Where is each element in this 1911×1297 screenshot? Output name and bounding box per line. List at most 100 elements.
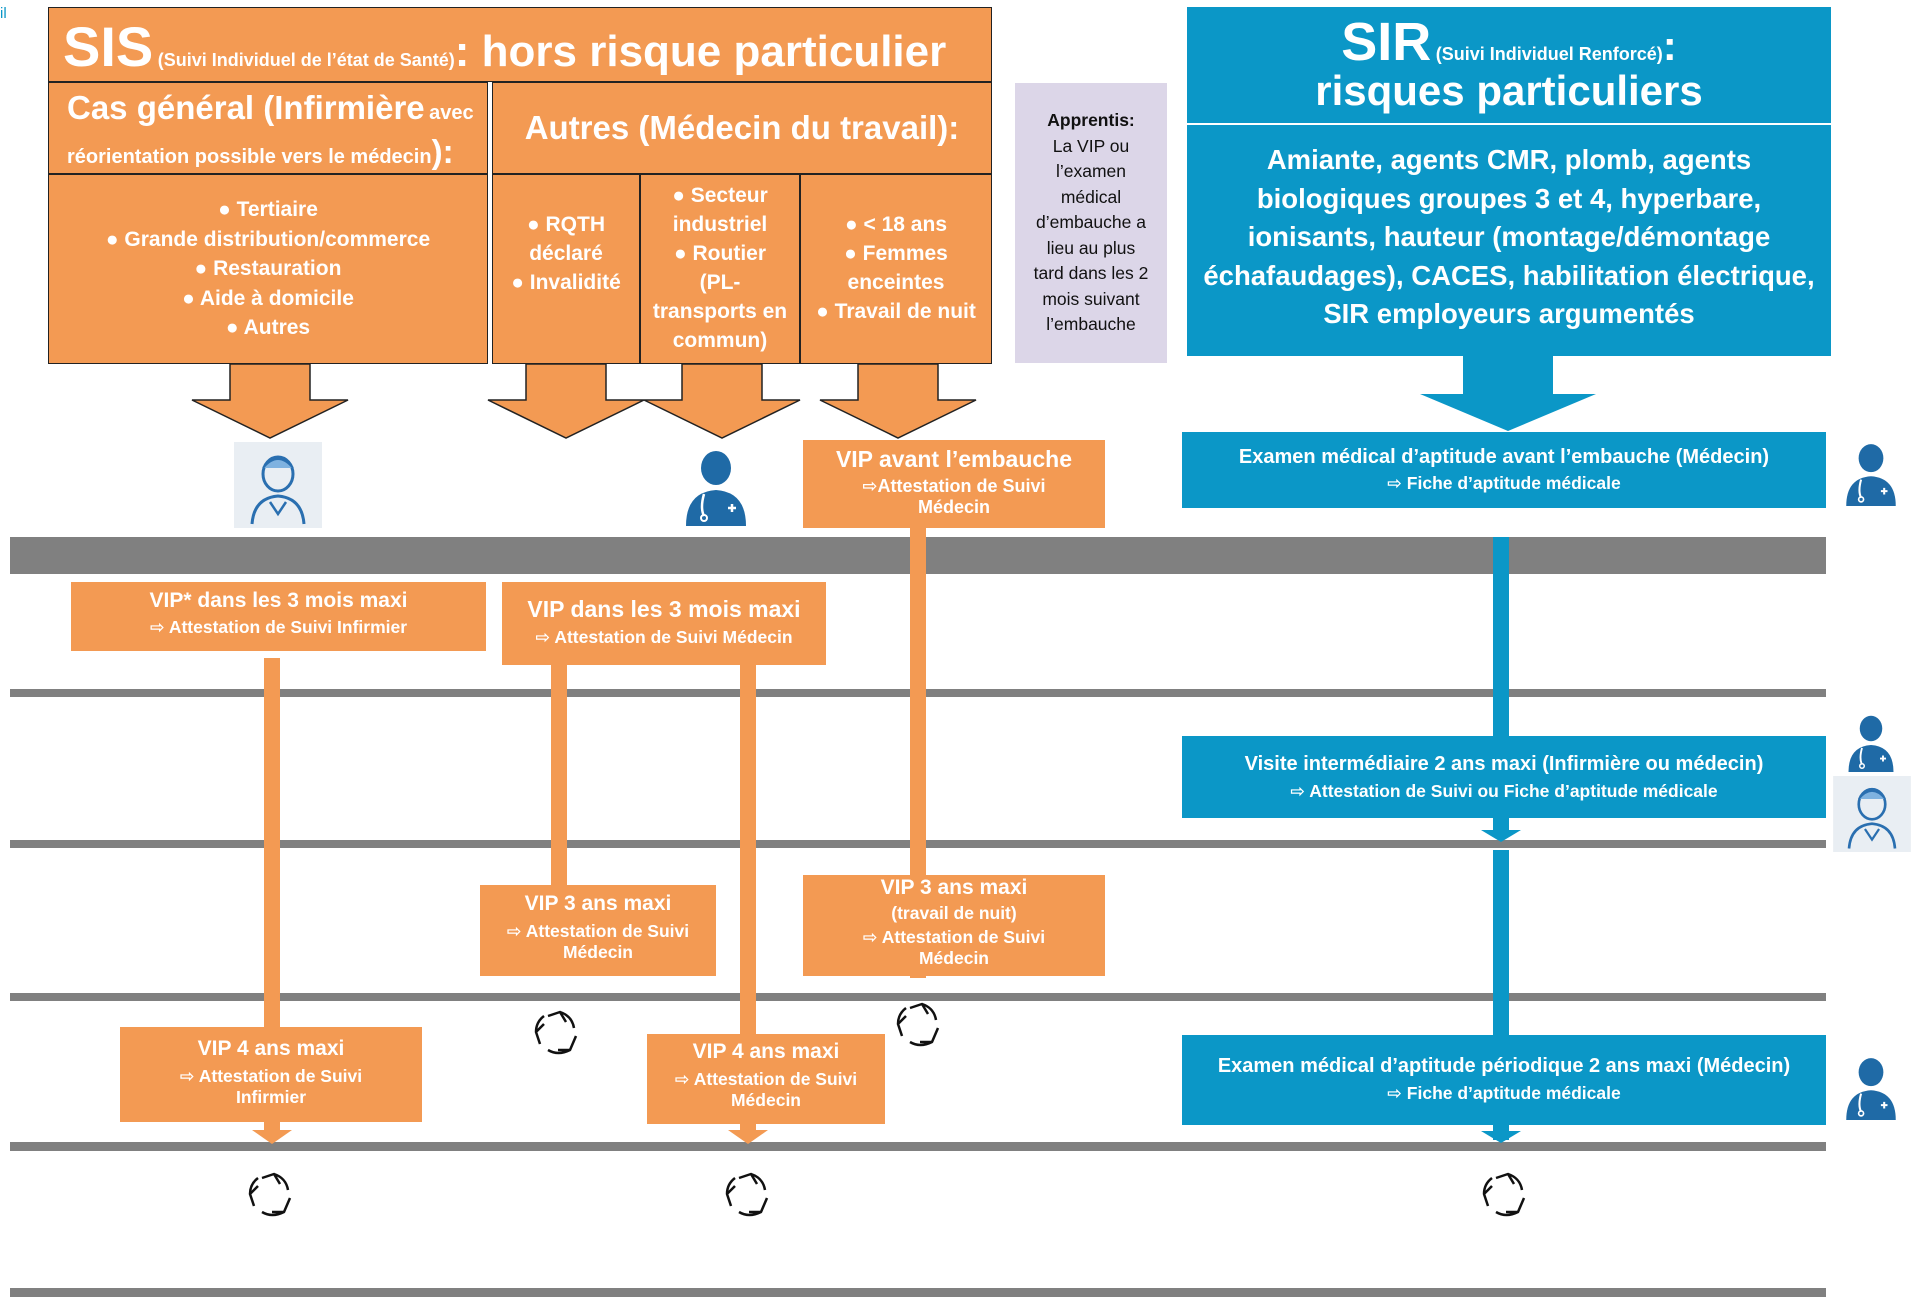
box-line: Médecin [562,942,634,962]
nurse-icon [234,442,322,528]
box-title: VIP avant l’embauche [835,446,1073,472]
sis-header: SIS (Suivi Individuel de l’état de Santé… [48,7,992,82]
vip-3mois-medecin-box: VIP dans les 3 mois maxi ⇨ Attestation d… [502,582,826,665]
cas-general-label-end: ): [431,133,454,170]
box-title: VIP* dans les 3 mois maxi [149,589,408,612]
apprentis-box: Apprentis: La VIP ou l’examen médical d’… [1015,83,1167,363]
vip-3ans-nuit-box: VIP 3 ans maxi (travail de nuit) ⇨ Attes… [803,875,1105,976]
box-line: ⇨ Fiche d’aptitude médicale [1387,1083,1621,1103]
box-line: Infirmier [235,1087,307,1107]
col-line: ● Femmes [844,242,948,265]
corner-mark: il [0,5,7,22]
arrow-down-icon [643,364,801,439]
visite-intermediaire-box: Visite intermédiaire 2 ans maxi (Infirmi… [1182,736,1826,818]
apprentis-line: d’embauche a [1036,212,1146,232]
col-line: industriel [672,213,768,236]
connector-line [910,528,926,978]
renew-cycle-icon [248,1172,292,1217]
connector-line [740,665,756,1138]
cas-general-item: ● Restauration [194,257,342,280]
doctor-icon [1846,1058,1896,1120]
box-title: VIP 3 ans maxi [880,876,1028,899]
box-sub: (travail de nuit) [891,903,1017,923]
sir-risk-line: Amiante, agents CMR, plomb, agents [1266,144,1752,175]
box-title: Examen médical d’aptitude avant l’embauc… [1238,446,1770,468]
sir-risk-line: ionisants, hauteur (montage/démontage [1247,221,1771,252]
timeline-bar [10,993,1826,1001]
cas-general-item: ● Grande distribution/commerce [105,227,431,251]
col-line: ● Invalidité [511,271,621,294]
col-line: (PL- [699,271,741,294]
apprentis-line: La VIP ou [1052,135,1130,156]
exam-periodique-box: Examen médical d’aptitude périodique 2 a… [1182,1035,1826,1125]
autres-header: Autres (Médecin du travail): [492,82,992,174]
autres-col-rqth: ● RQTH déclaré ● Invalidité [492,174,640,364]
autres-col-mineurs: ● < 18 ans ● Femmes enceintes ● Travail … [800,174,992,364]
box-line: ⇨ Attestation de Suivi Infirmier [149,617,408,637]
cas-general-label-small1: avec [429,102,474,124]
arrowhead-icon [1481,1131,1521,1143]
cas-general-label-big: Cas général (Infirmière [67,89,425,126]
box-title: Visite intermédiaire 2 ans maxi (Infirmi… [1244,753,1764,775]
box-title: VIP dans les 3 mois maxi [527,596,801,622]
box-line: ⇨ Attestation de Suivi [179,1066,363,1086]
apprentis-line: mois suivant [1042,288,1140,309]
sir-risks: Amiante, agents CMR, plomb, agents biolo… [1187,124,1831,356]
sis-title-big: SIS [63,15,154,78]
sir-risk-line: biologiques groupes 3 et 4, hyperbare, [1256,182,1762,214]
col-line: transports en [652,300,788,323]
sis-title-rest: hors risque particulier [469,27,947,76]
sir-title-colon: : [1662,22,1677,69]
apprentis-line: l’embauche [1046,314,1136,334]
box-line: ⇨ Fiche d’aptitude médicale [1387,473,1621,493]
doctor-icon [1848,715,1894,772]
col-line: ● Routier [673,242,767,265]
timeline-bar [10,1288,1826,1297]
arrow-down-icon [191,364,349,439]
col-line: déclaré [529,242,603,265]
sir-title-big: SIR [1341,12,1432,72]
vip-4ans-medecin-box: VIP 4 ans maxi ⇨ Attestation de Suivi Mé… [647,1034,885,1124]
box-line: ⇨ Attestation de Suivi [674,1069,858,1089]
box-line: Médecin [730,1090,802,1110]
cas-general-header: Cas général (Infirmière avec réorientati… [48,82,488,174]
box-title: VIP 4 ans maxi [692,1040,840,1063]
renew-cycle-icon [534,1010,578,1055]
col-line: ● RQTH [526,213,605,236]
arrowhead-icon [728,1130,768,1144]
box-line: Médecin [917,497,991,517]
connector-line [264,658,280,1138]
vip-avant-embauche-box: VIP avant l’embauche ⇨Attestation de Sui… [803,440,1105,528]
timeline-bar [10,1142,1826,1151]
nurse-icon [1833,776,1911,852]
connector-line [1493,850,1509,1035]
col-line: enceintes [847,271,945,294]
autres-label: Autres (Médecin du travail): [524,109,960,146]
box-title: Examen médical d’aptitude périodique 2 a… [1217,1055,1791,1077]
apprentis-line: lieu au plus [1046,237,1136,258]
apprentis-line: médical [1060,186,1122,207]
apprentis-line: l’examen [1055,161,1127,181]
doctor-icon [686,451,746,526]
box-line: ⇨ Attestation de Suivi ou Fiche d’aptitu… [1290,781,1718,801]
renew-cycle-icon [1482,1172,1526,1217]
arrowhead-icon [252,1130,292,1144]
cas-general-item: ● Aide à domicile [182,286,354,310]
cas-general-items: ● Tertiaire ● Grande distribution/commer… [48,174,488,364]
sir-risk-line: SIR employeurs argumentés [1323,298,1695,329]
col-line: ● < 18 ans [845,213,947,236]
arrow-down-icon [487,364,645,439]
apprentis-line: tard dans les 2 [1033,263,1149,283]
sir-risk-line: échafaudages), CACES, habilitation élect… [1203,259,1815,291]
box-line: ⇨Attestation de Suivi [862,476,1046,496]
apprentis-title: Apprentis: [1047,110,1135,130]
cas-general-item: ● Tertiaire [218,198,318,221]
vip-3mois-infirmier-box: VIP* dans les 3 mois maxi ⇨ Attestation … [71,582,486,651]
col-line: ● Travail de nuit [816,300,976,323]
box-line: ⇨ Attestation de Suivi [506,921,690,941]
arrow-down-icon [819,364,977,439]
exam-avant-embauche-box: Examen médical d’aptitude avant l’embauc… [1182,432,1826,508]
connector-line [551,665,567,888]
col-line: commun) [672,329,768,352]
cas-general-item: ● Autres [225,316,311,339]
